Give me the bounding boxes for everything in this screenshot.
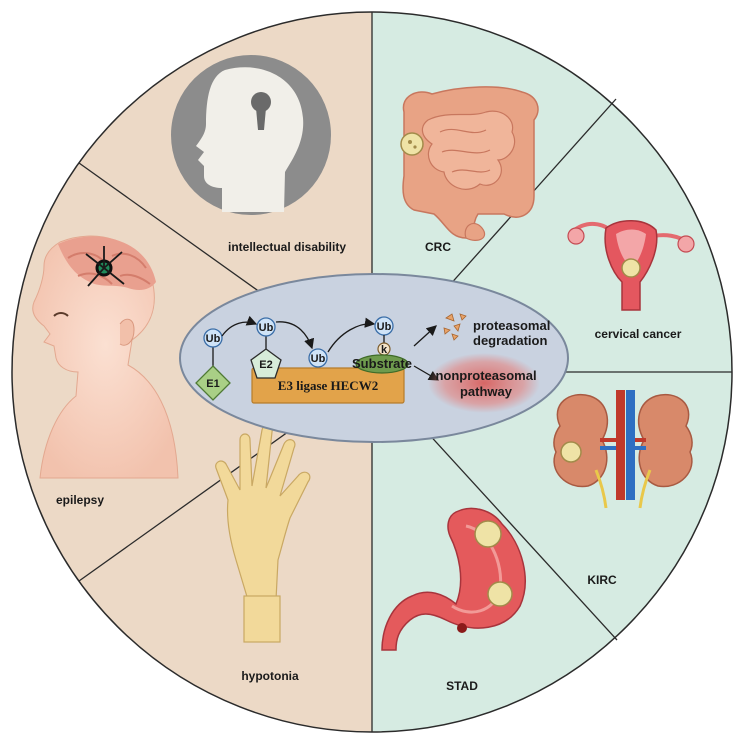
label-epilepsy: epilepsy [56, 493, 104, 507]
label-intellectual-disability: intellectual disability [228, 240, 346, 254]
ub-icon-1 [203, 328, 223, 348]
label-k: k [381, 344, 388, 356]
hypotonia-illustration [215, 424, 311, 643]
ear-shape [119, 318, 135, 346]
ub-icon-3 [308, 348, 328, 368]
uterus-inner [616, 229, 646, 268]
tumor-icon-stomach-1 [474, 520, 502, 548]
label-kirc: KIRC [587, 573, 617, 587]
label-ub-3: Ub [311, 353, 326, 365]
intestine-folds [439, 128, 491, 173]
kirc-illustration [553, 390, 693, 509]
neuron-branches [85, 246, 125, 287]
label-hypotonia: hypotonia [241, 669, 299, 683]
label-e1: E1 [206, 378, 219, 390]
label-ligase: E3 ligase HECW2 [278, 378, 378, 393]
arrow-to-proteasomal [413, 325, 437, 347]
cervical-cancer-illustration [567, 220, 695, 311]
crc-illustration [400, 86, 539, 241]
kidney-left [553, 393, 609, 488]
label-proteasomal-1: proteasomal [473, 318, 550, 333]
label-cervical-cancer: cervical cancer [595, 327, 682, 341]
aorta [616, 390, 625, 500]
intellectual-disability-illustration [171, 55, 331, 215]
label-proteasomal-2: degradation [473, 333, 547, 348]
label-ub-4: Ub [377, 321, 392, 333]
ureters [594, 469, 652, 509]
brain-folds [67, 252, 151, 285]
rectum-shape [464, 223, 486, 241]
label-e2: E2 [259, 359, 272, 371]
vena-cava [626, 390, 635, 500]
label-crc: CRC [425, 240, 451, 254]
arrow-to-substrate [327, 317, 376, 353]
ub-icon-2 [256, 317, 276, 337]
head-silhouette [196, 67, 304, 212]
keyhole-icon [251, 92, 271, 112]
arrow-e1-to-e2 [221, 315, 258, 337]
label-ub-1: Ub [206, 333, 221, 345]
e1-diamond [195, 365, 231, 401]
keyhole-slot [256, 108, 266, 130]
arrow-e2-to-ligase [275, 321, 315, 350]
outer-circle [11, 11, 733, 733]
tumor-icon-stomach-2 [487, 581, 513, 607]
e2-pentagon [250, 348, 282, 379]
label-ub-2: Ub [259, 322, 274, 334]
label-nonproteasomal-2: pathway [460, 384, 513, 399]
peptide-fragments-icon [443, 313, 467, 341]
tumor-icon-cervix [621, 258, 641, 278]
ovary-right [677, 235, 695, 253]
kidney-right [637, 393, 693, 488]
wrist-shape [243, 595, 281, 643]
label-nonproteasomal-1: nonproteasomal [435, 368, 536, 383]
stad-illustration [381, 507, 526, 651]
tumor-icon [400, 132, 424, 156]
ligase-bar [251, 367, 405, 404]
lesion-icon [457, 623, 467, 633]
label-substrate: Substrate [352, 356, 412, 371]
epilepsy-illustration [32, 235, 179, 479]
substrate-ellipse [355, 354, 409, 374]
eye-icon [53, 312, 69, 317]
label-stad: STAD [446, 679, 478, 693]
tumor-icon-kidney [560, 441, 582, 463]
ovary-left [567, 227, 585, 245]
face-profile [32, 235, 179, 479]
nonproteasomal-glow [428, 353, 540, 413]
